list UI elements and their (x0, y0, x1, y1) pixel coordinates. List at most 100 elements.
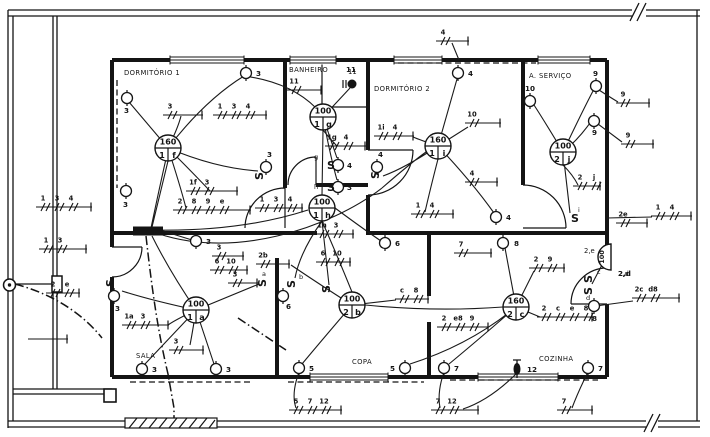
svg-text:1: 1 (44, 237, 49, 245)
svg-text:S: S (582, 287, 595, 295)
svg-text:S: S (104, 279, 117, 287)
outlet: 4 (331, 157, 352, 173)
annotation-text: 2,d (618, 270, 629, 278)
svg-text:3: 3 (206, 237, 211, 246)
svg-text:2: 2 (343, 308, 349, 317)
wire-run (28, 334, 68, 344)
svg-text:5: 5 (309, 364, 314, 373)
wire-run: 3 (169, 338, 204, 355)
door-entrada (111, 246, 143, 278)
svg-text:9: 9 (621, 91, 626, 99)
svg-text:3: 3 (205, 179, 210, 187)
svg-text:1a: 1a (124, 313, 134, 321)
lot-boundary (7, 2, 700, 433)
svg-text:e8: e8 (453, 315, 463, 323)
annotation-text: 11 (348, 68, 357, 76)
outlet: 10 (523, 84, 537, 109)
window (289, 55, 337, 65)
svg-text:9: 9 (206, 198, 211, 206)
svg-text:12: 12 (447, 398, 457, 406)
svg-text:2e: 2e (618, 211, 628, 219)
svg-text:6: 6 (286, 302, 291, 311)
svg-text:b: b (355, 308, 361, 317)
svg-text:3: 3 (274, 196, 279, 204)
room-label: BANHEIRO (289, 66, 328, 74)
wire-run: 9 (616, 91, 650, 108)
svg-text:S: S (369, 171, 382, 179)
svg-text:160: 160 (160, 138, 177, 147)
svg-text:9: 9 (626, 132, 631, 140)
outlet: 4 (489, 209, 511, 225)
svg-text:100: 100 (315, 107, 332, 116)
svg-text:d: d (586, 294, 590, 302)
outlet: 3 (120, 90, 134, 115)
exterior-light: 100 2,d (597, 243, 631, 278)
svg-text:3: 3 (124, 106, 129, 115)
svg-text:1i: 1i (377, 124, 384, 132)
svg-text:3: 3 (334, 222, 339, 230)
energy-meter (2, 275, 63, 293)
wire-run: 3 (212, 244, 244, 261)
svg-text:6: 6 (321, 250, 326, 258)
break-mark-top (629, 2, 647, 22)
svg-text:1g: 1g (327, 134, 337, 142)
svg-text:S: S (285, 280, 298, 288)
outlet: 5 (292, 360, 314, 376)
svg-text:S: S (253, 172, 266, 180)
svg-text:b: b (299, 273, 303, 281)
svg-text:11: 11 (346, 65, 356, 74)
svg-text:1: 1 (429, 149, 435, 158)
svg-text:3: 3 (174, 338, 179, 346)
wire-run: 7 (557, 398, 593, 415)
svg-text:10: 10 (226, 258, 236, 266)
svg-text:3: 3 (217, 244, 222, 252)
svg-text:3: 3 (115, 304, 120, 313)
switch: S (104, 279, 117, 287)
svg-text:S: S (327, 159, 335, 172)
force-outlet: 12 (513, 359, 537, 378)
svg-text:i: i (443, 149, 446, 158)
switch-a: Sa (256, 270, 269, 287)
wiring-lines (121, 42, 653, 410)
svg-text:11: 11 (289, 78, 299, 86)
svg-text:2: 2 (178, 198, 183, 206)
room-label: COZINHA (539, 355, 573, 363)
svg-text:f: f (172, 151, 176, 160)
wire-run: 3 (163, 103, 203, 120)
svg-text:5: 5 (390, 364, 395, 373)
svg-text:3: 3 (168, 103, 173, 111)
outlet: 3 (239, 65, 261, 81)
wire-run: 3 (228, 271, 258, 288)
svg-text:4: 4 (378, 150, 383, 159)
svg-text:S: S (256, 279, 269, 287)
svg-text:1: 1 (314, 120, 320, 129)
outlet: 3 (119, 183, 133, 209)
switch-b: Sb (285, 273, 303, 288)
svg-text:1: 1 (656, 204, 661, 212)
svg-text:1: 1 (416, 202, 421, 210)
svg-text:10: 10 (467, 111, 477, 119)
svg-text:9: 9 (593, 69, 598, 78)
switch-i: Si (571, 206, 580, 225)
svg-text:12: 12 (527, 365, 537, 374)
svg-text:j: j (567, 155, 571, 164)
wire-run: 10 (465, 111, 501, 128)
outlet: 3 (189, 233, 211, 249)
door-dormitorio2 (367, 149, 414, 196)
svg-text:100: 100 (555, 142, 572, 151)
svg-text:3: 3 (233, 271, 238, 279)
svg-text:c: c (520, 310, 525, 319)
